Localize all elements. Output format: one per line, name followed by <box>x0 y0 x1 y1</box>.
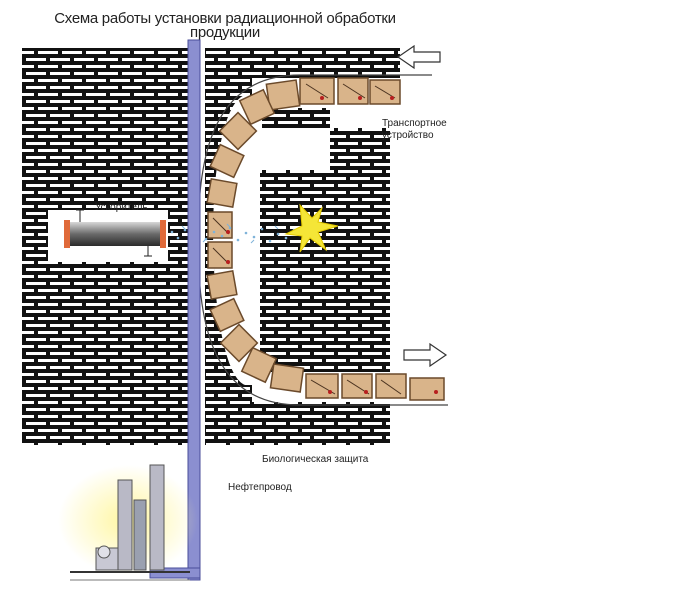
conveyor-label: Транспортное устройство <box>382 118 447 141</box>
arrow-out-icon <box>403 342 448 368</box>
bioshield-label: Биологическая защита <box>262 454 369 465</box>
refinery-icon <box>58 464 198 581</box>
pipeline-label: Нефтепровод <box>228 482 292 493</box>
diagram-title: Схема работы установки радиационной обра… <box>54 10 396 41</box>
accelerator-label: Ускоритель <box>95 202 148 213</box>
radiation-flash-icon <box>284 203 339 253</box>
accelerator <box>64 209 166 257</box>
conveyor-boxes <box>206 77 445 401</box>
electron-beam <box>170 223 296 244</box>
arrow-in-icon <box>396 44 441 70</box>
